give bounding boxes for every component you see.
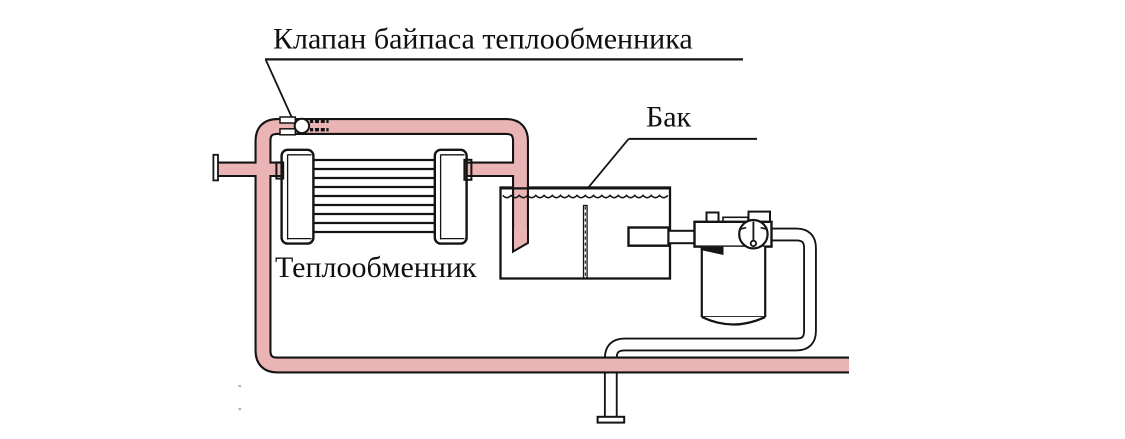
drain-flange [596, 415, 626, 424]
pump-unit [693, 210, 773, 326]
left-port-connector [275, 161, 285, 180]
stray-marks [238, 385, 242, 411]
filter-canister [700, 246, 767, 326]
pump-tab-left [705, 211, 720, 223]
return-pipe [603, 227, 817, 419]
bypass-leader-line [264, 59, 293, 118]
coolant-pipes [216, 118, 849, 374]
right-end-cap [433, 148, 468, 245]
left-end-cap [280, 148, 315, 245]
right-port-connector [463, 158, 473, 181]
tank-leader-line [587, 138, 630, 189]
valve-adjuster-dashes [310, 119, 329, 132]
tank-baffle [582, 204, 588, 279]
suction-pipe [667, 229, 697, 245]
heat-exchanger-label: Теплообменник [275, 251, 477, 284]
valve-ball [293, 117, 311, 135]
tube-bundle [308, 158, 440, 234]
tank-label: Бак [646, 101, 692, 134]
inlet-flange [212, 153, 219, 182]
bypass-valve-label: Клапан байпаса теплообменника [273, 23, 693, 56]
pressure-gauge [738, 218, 769, 250]
suction-strainer [627, 226, 670, 247]
tank-top-edge [500, 187, 670, 199]
canister-shoulder-shadow [700, 246, 724, 255]
gauge-pivot [749, 239, 758, 247]
oil-level-wave [502, 194, 669, 199]
bypass-valve [279, 116, 329, 136]
heat-exchanger [275, 148, 473, 245]
callouts [264, 58, 757, 189]
